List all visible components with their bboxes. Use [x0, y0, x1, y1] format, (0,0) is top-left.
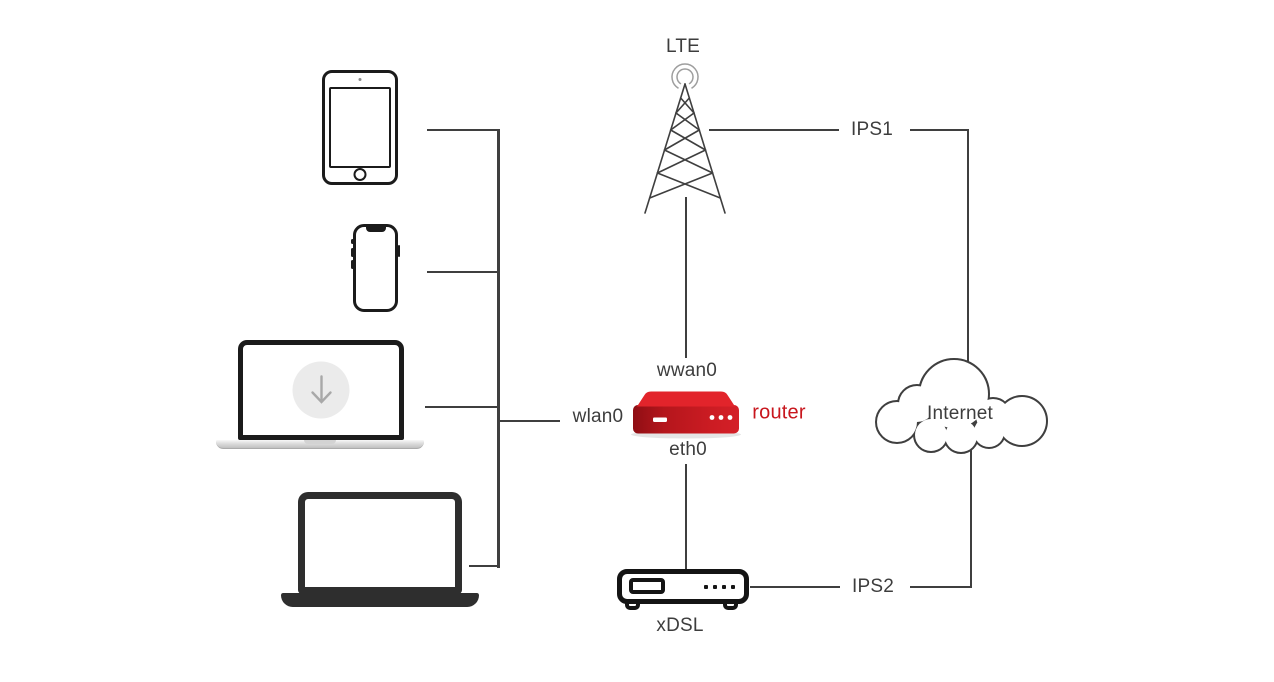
ips2-line-right	[910, 586, 972, 588]
router-label: router	[752, 401, 806, 424]
laptop-dark-icon	[298, 492, 462, 594]
eth0-modem-line	[685, 464, 687, 570]
ips2-line-left	[750, 586, 840, 588]
wlan0-label: wlan0	[572, 406, 624, 427]
modem-foot	[723, 601, 738, 610]
download-arrow-icon	[310, 374, 332, 404]
ips1-label: IPS1	[851, 119, 893, 140]
signal-waves-icon	[671, 63, 699, 89]
internet-cloud-icon	[875, 358, 1048, 454]
tablet-icon	[322, 70, 398, 185]
wlan0-connector-line	[500, 420, 560, 422]
xdsl-modem-icon	[617, 569, 749, 604]
phone-side-button	[397, 245, 400, 257]
laptop-icon	[238, 340, 404, 440]
tablet-camera-dot	[358, 78, 362, 81]
eth0-label: eth0	[669, 439, 707, 460]
modem-display	[629, 578, 665, 594]
router-led-dots	[709, 415, 733, 420]
tablet-home-button	[353, 168, 367, 181]
lte-tower-icon	[644, 63, 726, 214]
phone-notch	[365, 227, 386, 232]
internet-line-bottom	[970, 444, 972, 588]
router-icon	[631, 391, 741, 439]
laptop-base-notch	[304, 440, 336, 444]
internet-line-top	[967, 129, 969, 369]
laptop-base	[216, 440, 424, 449]
tablet-screen	[329, 87, 391, 168]
router-status-bar	[653, 417, 667, 422]
wwan0-label: wwan0	[656, 360, 718, 381]
laptop-connector-line	[425, 406, 497, 408]
wwan0-tower-line	[685, 197, 687, 358]
lte-label: LTE	[665, 36, 701, 57]
phone-connector-line	[427, 271, 497, 273]
download-icon	[292, 361, 350, 419]
modem-led-dots	[704, 585, 735, 589]
phone-side-button	[351, 248, 354, 257]
ips2-label: IPS2	[852, 576, 894, 597]
tablet-connector-line	[427, 129, 497, 131]
xdsl-label: xDSL	[656, 615, 704, 636]
laptop-dark-base	[281, 593, 479, 607]
lan-bus-line	[497, 129, 500, 568]
modem-foot	[625, 601, 640, 610]
ips1-line-left	[709, 129, 839, 131]
ips1-line-right	[910, 129, 969, 131]
internet-label: Internet	[926, 403, 994, 424]
phone-side-button	[351, 260, 354, 269]
smartphone-icon	[351, 224, 400, 312]
laptop-dark-connector-line	[469, 565, 497, 567]
phone-side-button	[351, 239, 354, 244]
